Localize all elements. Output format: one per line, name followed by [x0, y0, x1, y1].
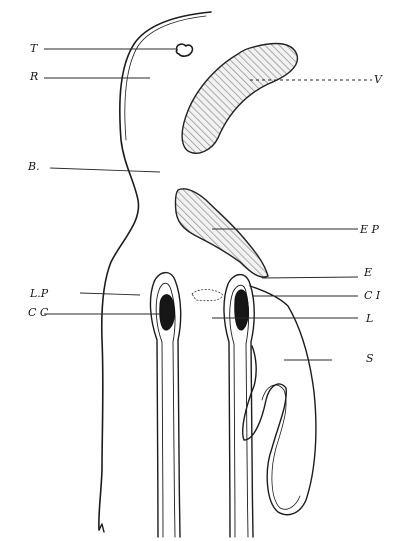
label-ci: C I: [364, 289, 381, 302]
label-s: S: [366, 352, 374, 365]
label-b: B.: [27, 160, 40, 173]
t-knot-structure: [176, 44, 192, 56]
label-r: R: [29, 70, 38, 83]
label-t: T: [30, 42, 39, 55]
label-ep: E P: [359, 223, 380, 236]
ci-dark-core-right: [235, 290, 249, 330]
leader-b: [50, 168, 160, 172]
leader-e: [262, 277, 358, 278]
faint-dotted-structure: [192, 290, 222, 301]
v-hatched-structure: [182, 44, 297, 154]
ep-hatched-structure: [175, 189, 268, 277]
outer-body-contour: [99, 12, 211, 530]
cc-dark-core-left: [160, 295, 175, 330]
label-lp: L.P: [29, 287, 49, 300]
label-e: E: [363, 266, 372, 279]
label-cc: C C: [28, 306, 49, 319]
label-v: V: [374, 73, 383, 86]
body-contour-tip: [99, 524, 104, 532]
leader-lp: [80, 293, 140, 295]
label-l: L: [365, 312, 373, 325]
